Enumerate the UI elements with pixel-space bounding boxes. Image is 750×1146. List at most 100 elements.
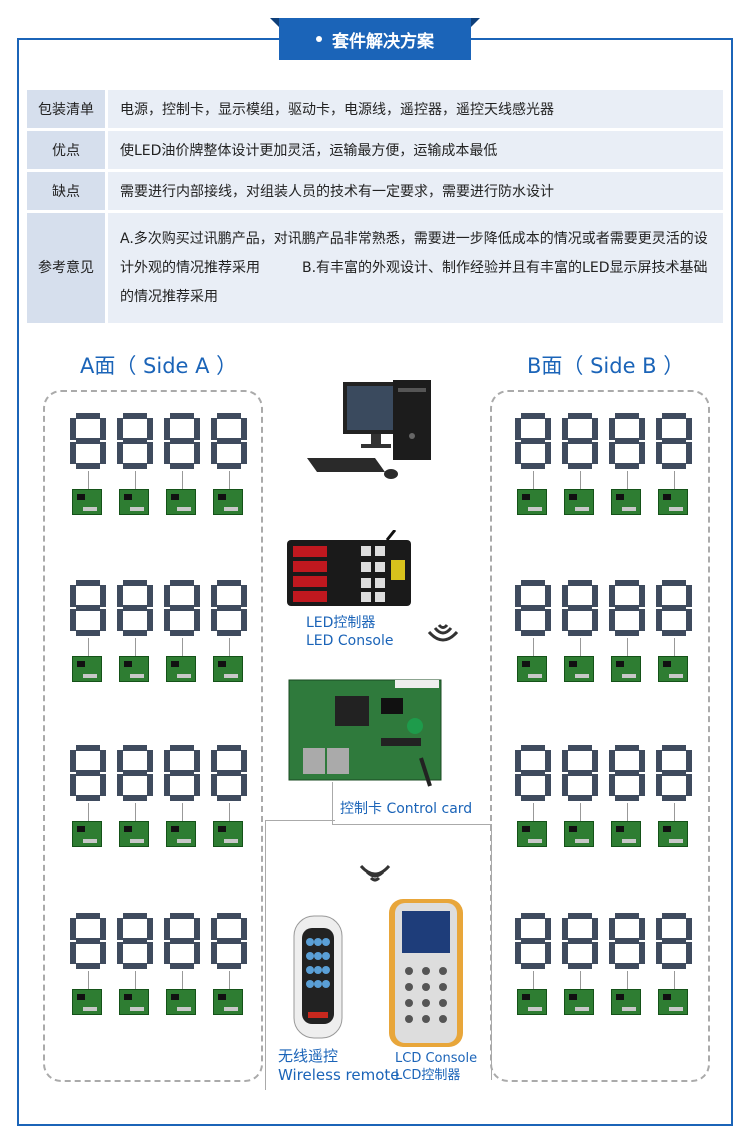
wireless-remote-image [293, 915, 343, 1039]
segment [147, 918, 153, 940]
segment [521, 963, 545, 969]
segment [615, 413, 639, 419]
segment [164, 942, 170, 964]
connector-wire [135, 638, 136, 656]
segment [662, 605, 686, 611]
segment [609, 418, 615, 440]
driver-board [611, 821, 641, 847]
connector-wire [580, 971, 581, 989]
row-text: 电源，控制卡，显示模组，驱动卡，电源线，遥控器，遥控天线感光器 [108, 90, 723, 128]
segment [123, 580, 147, 586]
segment [147, 442, 153, 464]
segment [662, 630, 686, 636]
segment [147, 774, 153, 796]
digit-row [515, 913, 703, 969]
segment [615, 580, 639, 586]
segment [217, 770, 241, 776]
led-console-label-cn: LED控制器 [306, 615, 376, 631]
segment [170, 938, 194, 944]
remote-label-cn: 无线遥控 [278, 1047, 339, 1065]
driver-board [213, 656, 243, 682]
digit-row [70, 913, 258, 969]
segment [100, 918, 106, 940]
driver-board-row [72, 656, 260, 682]
row-label: 包装清单 [27, 90, 108, 128]
seven-segment-digit [117, 913, 153, 969]
digit-row [515, 580, 703, 636]
driver-board [564, 821, 594, 847]
led-console-label-en: LED Console [306, 633, 394, 649]
segment [592, 918, 598, 940]
side-a-panel [43, 390, 263, 1082]
driver-board [119, 989, 149, 1015]
segment [615, 770, 639, 776]
segment [70, 585, 76, 607]
segment [686, 774, 692, 796]
section-title: 套件解决方案 [332, 31, 434, 52]
segment [515, 942, 521, 964]
connector-wire [674, 471, 675, 489]
segment [241, 942, 247, 964]
segment [217, 605, 241, 611]
connector-wire [627, 971, 628, 989]
digit-row [70, 745, 258, 801]
segment [521, 438, 545, 444]
segment [164, 609, 170, 631]
segment [194, 774, 200, 796]
connector-wire [580, 471, 581, 489]
seven-segment-digit [117, 413, 153, 469]
segment [123, 463, 147, 469]
segment [545, 774, 551, 796]
segment [76, 938, 100, 944]
segment [100, 442, 106, 464]
segment [639, 918, 645, 940]
segment [592, 942, 598, 964]
seven-segment-digit [211, 745, 247, 801]
connector-wire [674, 803, 675, 821]
segment [615, 795, 639, 801]
seven-segment-digit [515, 913, 551, 969]
row-text: A.多次购买过讯鹏产品，对讯鹏产品非常熟悉，需要进一步降低成本的情况或者需要更灵… [108, 213, 723, 323]
segment [170, 770, 194, 776]
segment [521, 605, 545, 611]
driver-board-row [72, 821, 260, 847]
connector-wire [182, 971, 183, 989]
driver-board [517, 656, 547, 682]
segment [147, 418, 153, 440]
segment [568, 413, 592, 419]
segment [117, 442, 123, 464]
driver-board-row [72, 489, 260, 515]
table-row: 缺点 需要进行内部接线，对组装人员的技术有一定要求，需要进行防水设计 [27, 172, 723, 210]
segment [76, 770, 100, 776]
segment [545, 609, 551, 631]
segment [211, 418, 217, 440]
segment [639, 585, 645, 607]
segment [164, 750, 170, 772]
segment [515, 774, 521, 796]
segment [170, 438, 194, 444]
seven-segment-digit [211, 580, 247, 636]
segment [639, 750, 645, 772]
connector-wire [135, 971, 136, 989]
segment [217, 438, 241, 444]
seven-segment-digit [70, 745, 106, 801]
segment [562, 609, 568, 631]
driver-board [166, 489, 196, 515]
segment [662, 913, 686, 919]
segment [545, 918, 551, 940]
seven-segment-digit [562, 745, 598, 801]
seven-segment-digit [609, 913, 645, 969]
seven-segment-digit [164, 413, 200, 469]
segment [76, 413, 100, 419]
wire [491, 824, 492, 1080]
seven-segment-digit [656, 580, 692, 636]
connector-wire [627, 803, 628, 821]
segment [123, 438, 147, 444]
segment [211, 918, 217, 940]
segment [686, 442, 692, 464]
segment [515, 418, 521, 440]
segment [217, 938, 241, 944]
segment [217, 580, 241, 586]
segment [194, 918, 200, 940]
segment [515, 918, 521, 940]
